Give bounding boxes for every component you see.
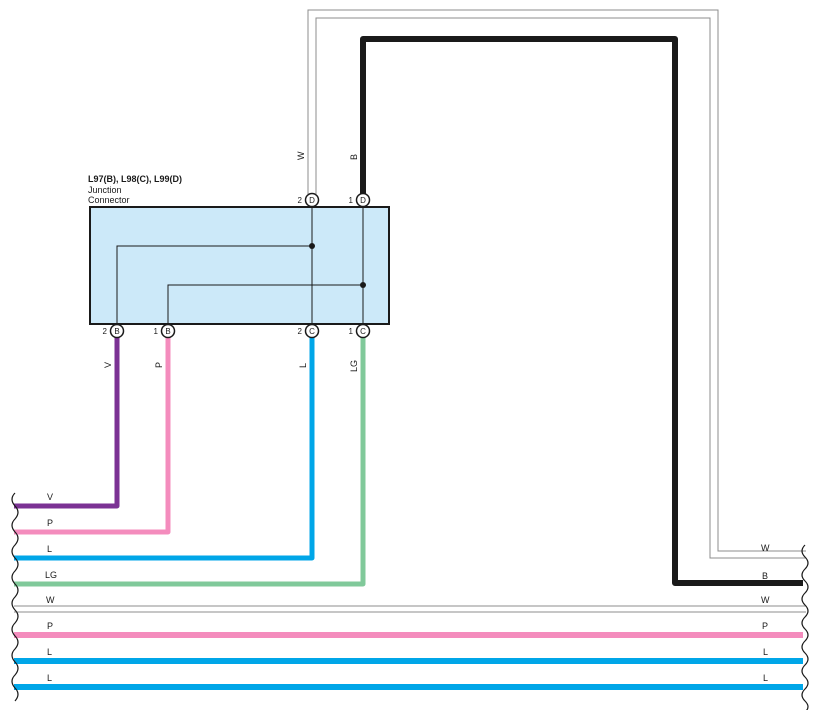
bus-left-label: V	[47, 492, 53, 502]
pin-d2-number: 2	[298, 196, 303, 205]
bus-right-label: P	[762, 621, 768, 631]
connector-title: L97(B), L98(C), L99(D)	[88, 174, 182, 184]
right-break-marker	[801, 544, 809, 710]
bus-right-label: W	[761, 595, 770, 605]
wire-w-bus	[14, 605, 806, 613]
wire-v	[14, 337, 120, 509]
pin-d1	[355, 192, 371, 208]
wire-label-l: L	[298, 363, 308, 368]
bus-left-label: L	[47, 673, 52, 683]
bus-left-label: L	[47, 647, 52, 657]
bus-left-label: P	[47, 518, 53, 528]
wire-p	[14, 337, 171, 535]
pin-b2-number: 2	[103, 327, 108, 336]
junction-connector-box	[89, 206, 390, 325]
wire-label-v: V	[103, 362, 113, 368]
wire-l	[14, 337, 315, 561]
bus-left-label: W	[46, 595, 55, 605]
bus-left-label: L	[47, 544, 52, 554]
wire-label-b-top: B	[349, 154, 359, 160]
internal-connections	[116, 207, 364, 324]
wire-lg	[14, 337, 366, 587]
pin-b1-letter: B	[165, 327, 170, 336]
pin-b1-number: 1	[154, 327, 159, 336]
wire-b-top	[360, 36, 803, 586]
pin-c2-number: 2	[298, 327, 303, 336]
connector-name-line1: Junction	[88, 185, 122, 195]
pin-c1	[355, 323, 371, 339]
pin-c1-letter: C	[360, 327, 366, 336]
bus-left-label: LG	[45, 570, 57, 580]
pin-d2	[304, 192, 320, 208]
bus-right-label: L	[763, 647, 768, 657]
pin-d1-number: 1	[349, 196, 354, 205]
left-break-marker	[11, 492, 19, 702]
wire-label-p: P	[154, 362, 164, 368]
wire-label-w-top: W	[296, 151, 306, 160]
pin-c1-number: 1	[349, 327, 354, 336]
connector-name-line2: Connector	[88, 195, 130, 205]
pin-b1	[160, 323, 176, 339]
pin-b2-letter: B	[114, 327, 119, 336]
pin-c2	[304, 323, 320, 339]
bus-right-label: W	[761, 543, 770, 553]
bus-right-label: B	[762, 571, 768, 581]
pin-c2-letter: C	[309, 327, 315, 336]
junction-dot	[309, 243, 315, 249]
pin-b2	[109, 323, 125, 339]
bus-right-label: L	[763, 673, 768, 683]
junction-dot	[360, 282, 366, 288]
pin-d2-letter: D	[309, 196, 315, 205]
pin-d1-letter: D	[360, 196, 366, 205]
wire-label-lg: LG	[349, 360, 359, 372]
wire-w-top	[307, 9, 806, 559]
bus-left-label: P	[47, 621, 53, 631]
